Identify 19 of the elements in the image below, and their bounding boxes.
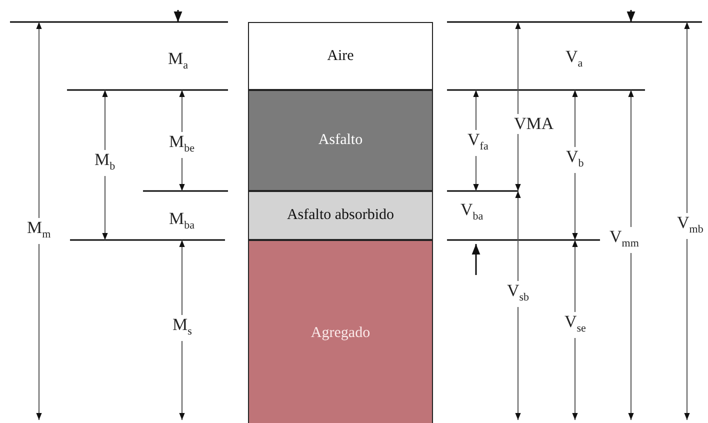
dimension-label: M$_{b}$ [94, 150, 116, 176]
dimension-label: M$_{be}$ [168, 132, 196, 158]
air-layer [248, 22, 433, 90]
aggregate-layer [248, 240, 433, 423]
absorbed-asphalt-layer [248, 191, 433, 240]
dimension-label: M$_{s}$ [172, 315, 193, 342]
layer-label: Agregado [310, 324, 370, 342]
dimension-label: V$_{sb}$ [506, 281, 530, 308]
layer-label: Asfalto absorbido [286, 207, 394, 224]
asphalt-layer [248, 90, 433, 191]
layer-label: Aire [327, 48, 354, 64]
dimension-label: M$_{m}$ [26, 218, 52, 244]
dimension-label: V$_{fa}$ [466, 130, 490, 156]
dimension-label: V$_{mm}$ [608, 227, 640, 254]
dimension-label: V$_{se}$ [564, 312, 587, 338]
dimension-label: V$_{b}$ [565, 147, 585, 174]
layer-label: Asfalto [318, 132, 363, 149]
dimension-label: V$_{mb}$ [676, 213, 704, 240]
dimension-label: VMA [513, 114, 555, 134]
